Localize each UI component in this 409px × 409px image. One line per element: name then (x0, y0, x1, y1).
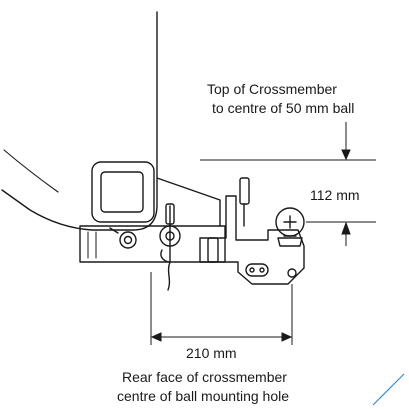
crossmember-tube (79, 225, 226, 263)
centre-of-ball-label: to centre of 50 mm ball (212, 100, 354, 116)
vehicle-body-panel (1, 11, 158, 231)
top-arrow-head (341, 149, 351, 161)
accent-slash (372, 373, 405, 406)
ball-mounting-hole-label: centre of ball mounting hole (117, 388, 289, 404)
ball-arrow-head (341, 221, 351, 235)
tow-ball (275, 207, 305, 247)
ball-mount-plate (199, 177, 305, 285)
top-of-crossmember-label: Top of Crossmember (207, 81, 337, 97)
horizontal-arrow-left (150, 332, 162, 342)
vertical-dimension-label: 112 mm (310, 187, 360, 203)
hitch-pin-clip (109, 203, 181, 291)
receiver-hitch (91, 161, 155, 223)
vehicle-body-inner-edge (3, 149, 59, 193)
support-brace (156, 177, 221, 227)
horizontal-arrow-right (281, 332, 293, 342)
horizontal-dimension-label: 210 mm (186, 345, 237, 361)
rear-face-label: Rear face of crossmember (122, 369, 287, 385)
